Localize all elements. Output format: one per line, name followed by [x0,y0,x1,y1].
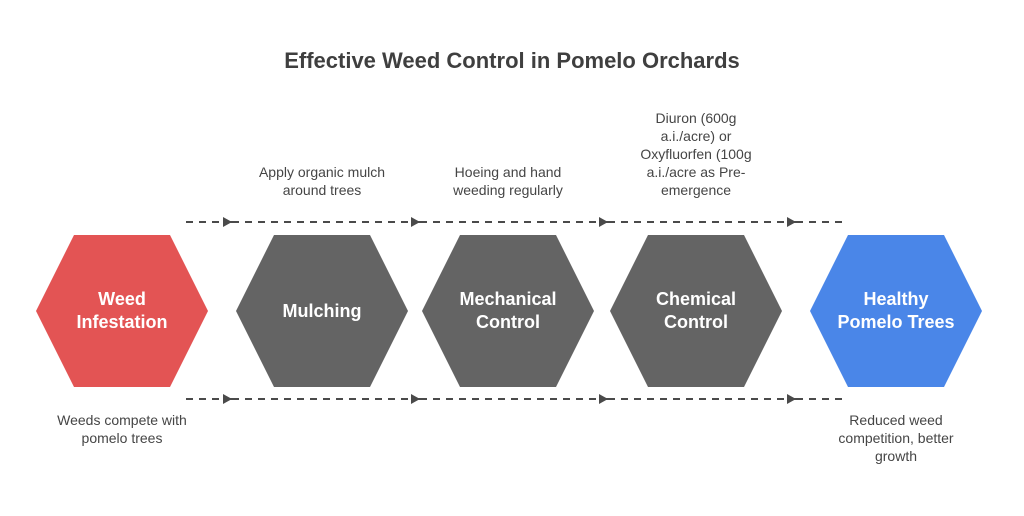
step-label-0-line: Infestation [76,312,168,332]
arrowhead [599,217,608,227]
note-below-4-line: competition, better [838,430,954,446]
note-below-4-line: Reduced weed [849,412,943,428]
diagram-title: Effective Weed Control in Pomelo Orchard… [284,48,740,73]
note-below-0-line: pomelo trees [81,430,163,446]
hexagon-step-3 [610,235,782,387]
step-label-0-line: Weed [98,289,146,309]
arrowhead [411,217,420,227]
step-label-1-line: Mulching [282,300,362,321]
step-label-4-line: Healthy [863,289,929,309]
note-below-4-line: growth [874,448,918,464]
note-above-1: Apply organic mulch around trees [232,163,412,199]
hexagon-step-2 [422,235,594,387]
note-below-0-line: Weeds compete with [57,412,187,428]
hexagons [36,235,982,387]
note-above-3-line: a.i./acre as Pre- [646,164,746,180]
step-label-1: Mulching [247,300,397,323]
arrowhead [599,394,608,404]
step-label-3-line: Chemical [655,289,737,309]
arrowhead [411,394,420,404]
step-label-4-line: Pomelo Trees [837,312,955,332]
note-above-3-line: Oxyfluorfen (100g [640,146,752,162]
hexagon-step-4 [810,235,982,387]
arrowhead [223,394,232,404]
arrowhead [787,217,796,227]
note-above-2-line: weeding regularly [453,182,563,198]
hexagon-step-1 [236,235,408,387]
note-below-0: Weeds compete with pomelo trees [32,411,212,447]
step-label-3-line: Control [664,312,728,332]
note-above-1-line: around trees [282,182,362,198]
step-label-2-line: Mechanical [459,289,557,309]
note-above-3: Diuron (600g a.i./acre) or Oxyfluorfen (10… [606,109,786,199]
arrowhead [787,394,796,404]
note-above-2: Hoeing and hand weeding regularly [418,163,598,199]
note-above-3-line: emergence [660,182,732,198]
note-above-3-line: a.i./acre) or [660,128,732,144]
note-above-2-line: Hoeing and hand [454,164,562,180]
step-label-2-line: Control [476,312,540,332]
hexagon-step-0 [36,235,208,387]
note-below-4: Reduced weed competition, better growth [806,411,986,465]
arrowhead [223,217,232,227]
note-above-3-line: Diuron (600g [655,110,737,126]
note-above-1-line: Apply organic mulch [258,164,386,180]
connectors [186,217,846,404]
